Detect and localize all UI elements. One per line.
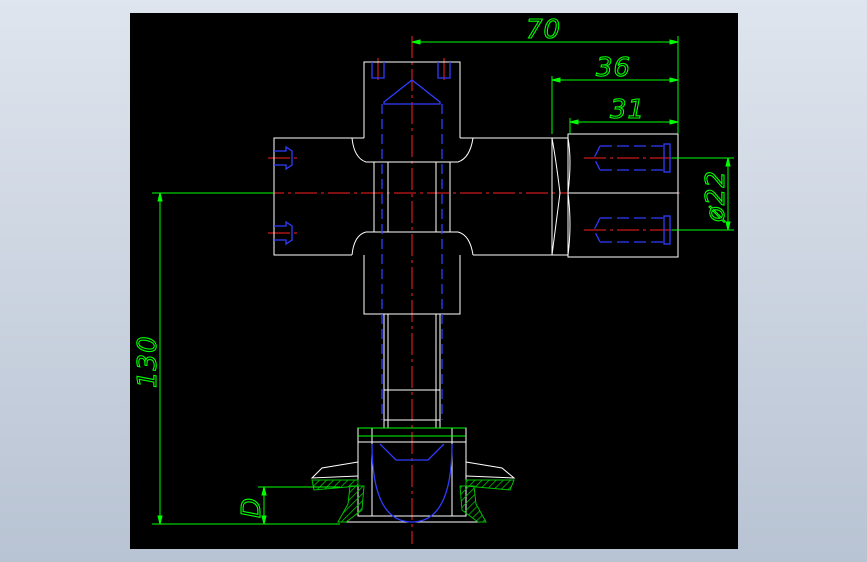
top-cap-notches xyxy=(351,137,474,163)
drawing-area[interactable] xyxy=(130,13,738,549)
hatch-left-seal xyxy=(337,485,365,523)
part-outline xyxy=(273,61,679,523)
right-bore-block xyxy=(567,133,679,258)
clamp-ear-left xyxy=(310,461,359,479)
dim-bore-diameter: ø22 xyxy=(701,170,731,223)
left-arm-outline xyxy=(273,137,352,256)
dim-overall-height: 130 xyxy=(133,335,163,388)
side-bolt-lower xyxy=(274,220,293,246)
section-hatching xyxy=(311,427,515,523)
hatch-right-flange xyxy=(465,479,515,491)
right-arm-outline xyxy=(473,137,553,256)
clamp-ear-right xyxy=(465,461,516,479)
dim-overall-width: 70 xyxy=(526,15,561,45)
dim-flange-depth: D xyxy=(237,497,267,518)
dim-arm-length: 36 xyxy=(596,53,631,83)
bore-bolt-upper xyxy=(593,145,664,171)
right-head-outline xyxy=(551,137,571,256)
bore-bolt-lower xyxy=(593,217,664,243)
dim-arm-inner-length: 31 xyxy=(610,95,645,125)
base-ball xyxy=(371,443,453,523)
dimension-lines xyxy=(152,36,734,525)
hidden-lines xyxy=(274,62,671,523)
hatch-right-seal xyxy=(459,485,487,523)
top-cone xyxy=(383,79,441,105)
side-bolt-upper xyxy=(274,145,293,171)
top-cap-outline xyxy=(363,61,461,138)
